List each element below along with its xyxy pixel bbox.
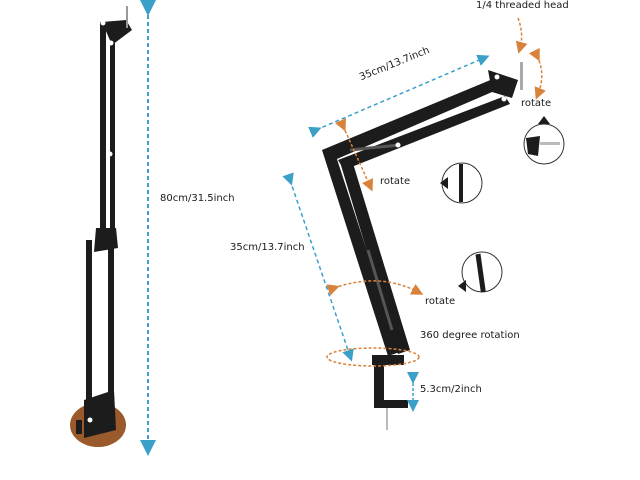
extended-arm [322,62,523,430]
detail-circle-head [523,116,565,165]
upper-arm-dimension-arrow [308,54,490,138]
base-rotation-arrow [326,347,420,367]
detail-circle-lower [458,251,503,293]
rotate-head-label: rotate [521,98,552,109]
threaded-head-label: 1/4 threaded head [476,0,569,11]
clamp-opening-label: 5.3cm/2inch [420,384,482,395]
detail-circle-elbow [440,162,483,204]
total-height-label: 80cm/31.5inch [160,193,235,204]
lower-arm-dimension-arrow [282,172,354,362]
head-rotate-arrow [528,47,546,100]
elbow-rotate-arrow [335,118,374,192]
rotate-elbow-label: rotate [380,176,411,187]
base-rotation-label: 360 degree rotation [420,330,520,341]
rotate-lower-label: rotate [425,296,456,307]
folded-arm [70,6,132,447]
lower-arm-length-label: 35cm/13.7inch [230,242,305,253]
head-arrow [515,17,528,54]
